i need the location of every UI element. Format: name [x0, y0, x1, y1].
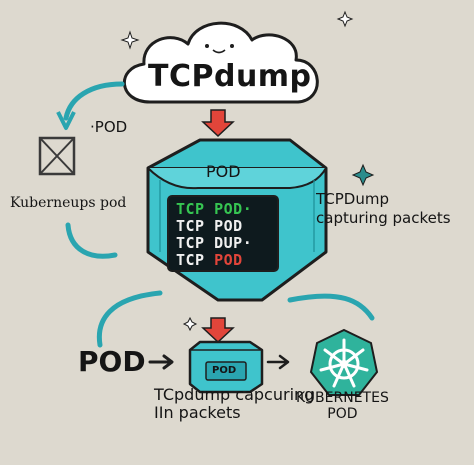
terminal-line: TCP POD·: [176, 201, 276, 218]
terminal-segment: TCP DUP·: [176, 234, 253, 252]
curved-arrow-bottom-left: [96, 290, 163, 348]
cloud-shape: [123, 21, 319, 104]
terminal-segment: POD: [214, 251, 243, 269]
terminal-segment: TCP POD: [176, 217, 243, 235]
curved-arrow-top-left: [63, 81, 125, 121]
sparkle-icon: [120, 30, 140, 50]
sparkle-icon: [351, 163, 375, 187]
arrow-cloud-to-pod: [201, 109, 235, 138]
terminal-line: TCP POD: [176, 252, 276, 269]
pod-x-icon: [38, 136, 76, 176]
terminal-segment: TCP: [176, 251, 215, 269]
terminal-line: TCP POD: [176, 218, 276, 235]
terminal-line: TCP DUP·: [176, 235, 276, 252]
curved-arrow-top-left-head: [56, 111, 76, 130]
cloud-smile: [212, 49, 226, 54]
arrow-box-to-k8s: [266, 354, 290, 370]
small-pod-label: POD: [212, 365, 237, 376]
bottom-caption: TCpdump capcuring IIn packets: [154, 385, 315, 423]
pod-dot-label: ·POD: [90, 118, 128, 136]
tcpdump-capturing-label: TCPDump capturing packets: [316, 190, 451, 227]
arrow-pod-to-box: [148, 354, 174, 370]
cloud-eye-left: [205, 44, 209, 48]
pod-left-label: POD: [78, 345, 146, 378]
cloud-eye-right: [230, 44, 234, 48]
small-pod-box: [188, 340, 264, 394]
sparkle-icon: [182, 316, 198, 332]
cloud-title: TCPdump: [148, 59, 312, 94]
arrow-to-small-pod: [201, 317, 235, 344]
curved-arrow-left: [65, 222, 118, 259]
pod-box: [146, 138, 328, 302]
pod-box-label: POD: [206, 162, 241, 181]
kubernetes-icon: [309, 328, 379, 396]
curved-arrow-bottom-right: [287, 293, 375, 321]
kubernetes-pod-label: Kuberneups pod: [10, 195, 127, 211]
kubernetes-bottom-label: KUBERNETES POD: [296, 390, 389, 423]
terminal-screen: [167, 195, 279, 272]
sparkle-icon: [336, 10, 354, 28]
terminal-segment: TCP POD·: [176, 200, 253, 218]
